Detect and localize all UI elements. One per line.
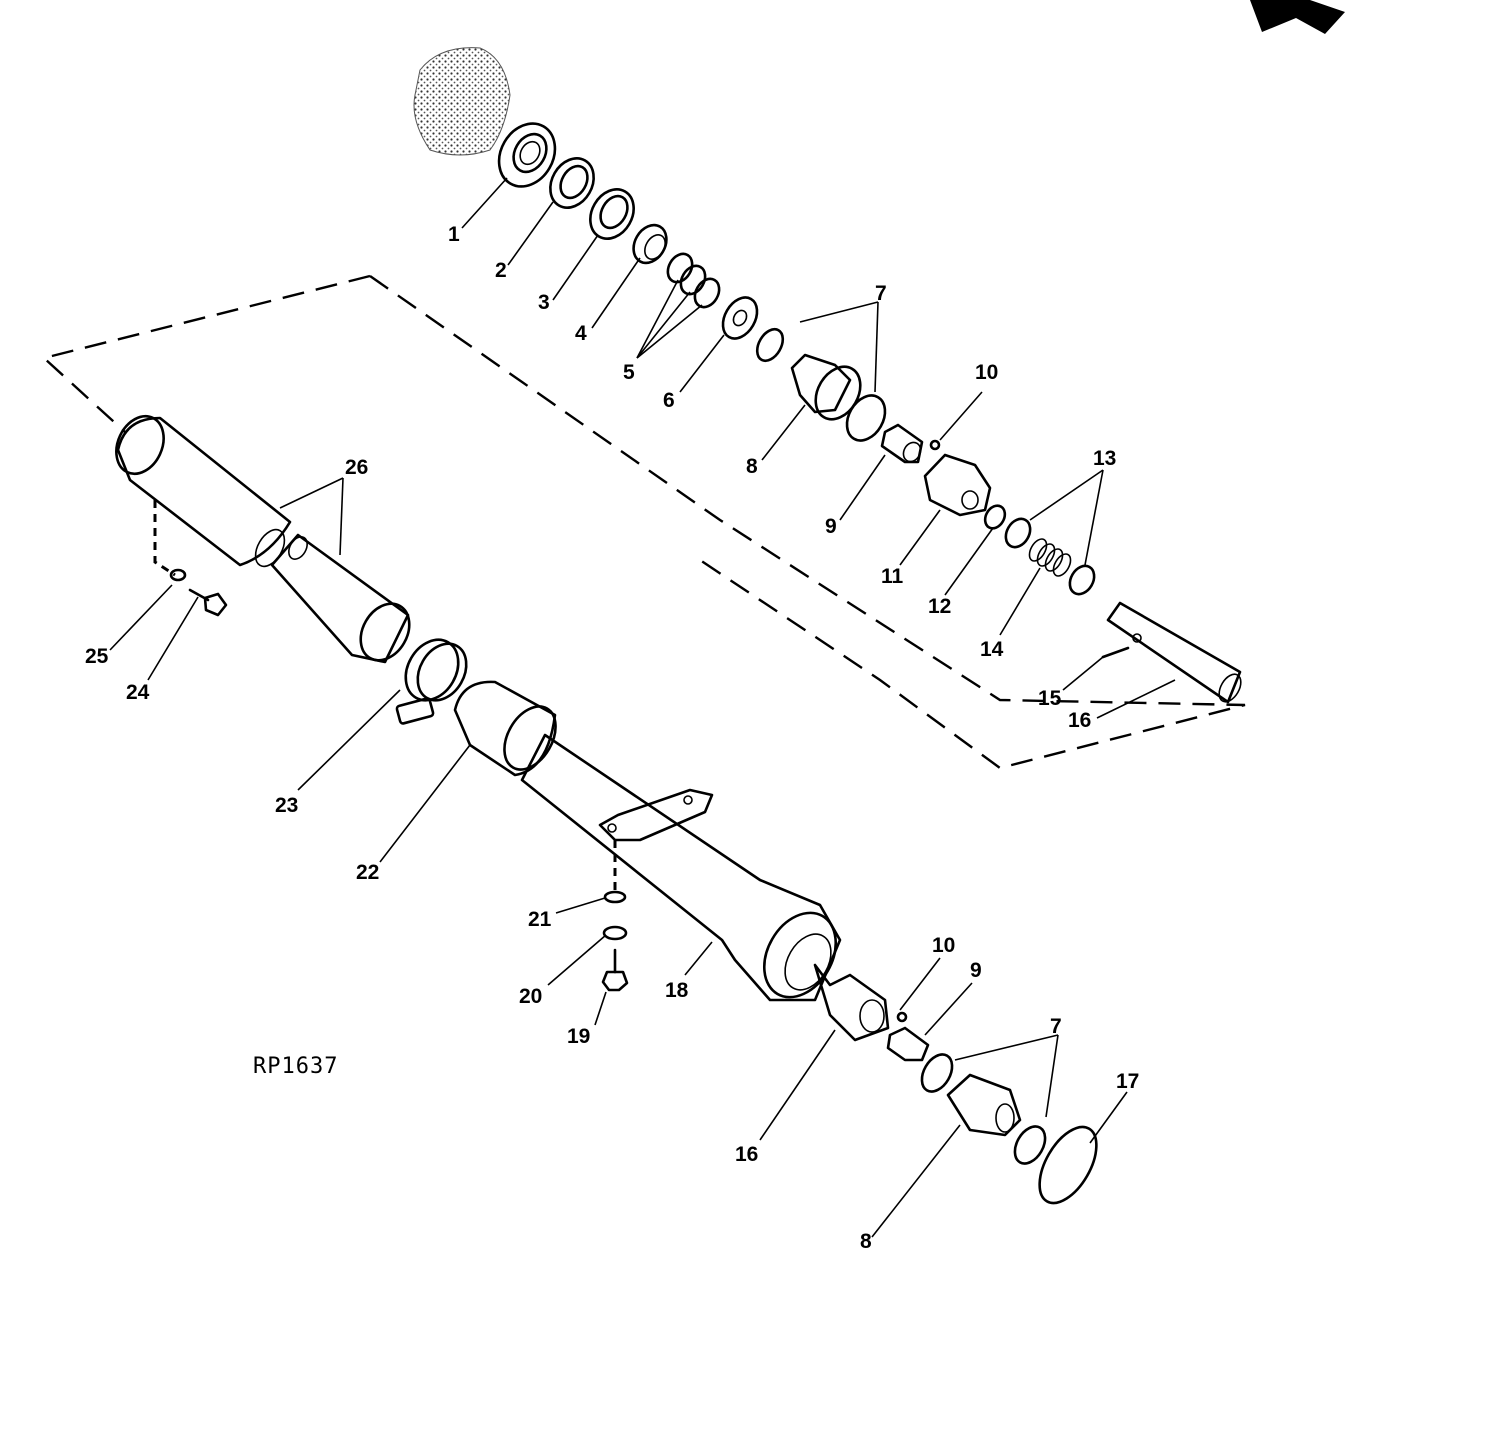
- callout-3: 3: [538, 291, 550, 314]
- callout-23: 23: [275, 794, 298, 817]
- callout-15: 15: [1038, 687, 1062, 710]
- callout-6: 6: [663, 389, 675, 412]
- part-8-yoke-upper: [790, 353, 862, 421]
- part-9-cross-lower: [886, 1026, 930, 1062]
- figure-id: RP1637: [253, 1054, 338, 1079]
- part-22-sleeve: [453, 680, 557, 777]
- callout-2: 2: [495, 259, 507, 282]
- part-9-cross-upper: [880, 423, 924, 464]
- callout-10-lower: 10: [932, 934, 955, 957]
- callout-9-upper: 9: [825, 515, 837, 538]
- part-20-washer: [602, 925, 628, 941]
- part-18-tube: [520, 733, 842, 1002]
- leader-lines: [109, 177, 1176, 1238]
- part-21-washer: [603, 890, 627, 904]
- connector-dashed-left: [153, 500, 176, 577]
- callout-14: 14: [980, 638, 1004, 661]
- part-10-ball-upper: [929, 439, 941, 451]
- part-23-clamp: [395, 638, 468, 725]
- part-7-o-ring-lower: [920, 1053, 1047, 1165]
- callout-11: 11: [881, 565, 904, 588]
- part-16-shaft-upper: [1106, 601, 1242, 704]
- part-17-o-ring: [1038, 1125, 1098, 1205]
- callout-26: 26: [345, 456, 368, 479]
- part-1-bearing: [497, 122, 557, 188]
- callout-19: 19: [567, 1025, 590, 1048]
- callout-12: 12: [928, 595, 951, 618]
- callout-8-lower: 8: [860, 1230, 872, 1253]
- part-12-washer: [983, 504, 1007, 530]
- callout-7-upper: 7: [875, 282, 887, 305]
- part-5-rings: [666, 252, 721, 309]
- part-16-yoke-lower: [813, 963, 890, 1042]
- callout-20: 20: [519, 985, 542, 1008]
- callout-13: 13: [1093, 447, 1116, 470]
- part-7-o-ring-upper: [755, 327, 887, 442]
- callout-21: 21: [528, 908, 552, 931]
- callout-1: 1: [448, 223, 460, 246]
- callout-4: 4: [575, 322, 587, 345]
- part-15-pin: [1101, 646, 1130, 659]
- callout-8-upper: 8: [746, 455, 758, 478]
- callout-7-lower: 7: [1050, 1015, 1062, 1038]
- callout-22: 22: [356, 861, 379, 884]
- part-18-bracket: [598, 788, 714, 842]
- gearbox-housing: [413, 47, 511, 156]
- callout-25: 25: [85, 645, 109, 668]
- part-26-tube-outer: [115, 414, 292, 568]
- assembly-boundary: [41, 274, 1246, 770]
- callout-9-lower: 9: [970, 959, 982, 982]
- part-13-rings: [1004, 517, 1096, 596]
- part-6-coupler: [721, 296, 759, 340]
- callout-17: 17: [1116, 1070, 1139, 1093]
- callout-16-upper: 16: [1068, 709, 1091, 732]
- callout-18: 18: [665, 979, 689, 1002]
- callout-5: 5: [623, 361, 635, 384]
- callout-24: 24: [126, 681, 150, 704]
- part-11-yoke-upper: [923, 453, 992, 517]
- part-3-seal: [589, 188, 635, 240]
- part-26-tube-inner: [270, 533, 411, 664]
- part-8-yoke-lower: [946, 1073, 1022, 1137]
- part-14-spring: [1028, 538, 1072, 577]
- callout-10-upper: 10: [975, 361, 998, 384]
- part-19-bolt: [601, 948, 629, 992]
- direction-arrow-icon: [1250, 0, 1345, 34]
- part-10-ball-lower: [896, 1011, 908, 1023]
- part-24-bolt: [188, 588, 228, 617]
- part-4-bushing: [632, 223, 668, 265]
- part-2-seal: [549, 157, 595, 209]
- part-25-washer: [169, 568, 187, 582]
- callout-labels: 1 2 3 4 5 6 7 8 9 10 11 12 13 14 15 16 2…: [85, 223, 1139, 1253]
- callout-16-lower: 16: [735, 1143, 758, 1166]
